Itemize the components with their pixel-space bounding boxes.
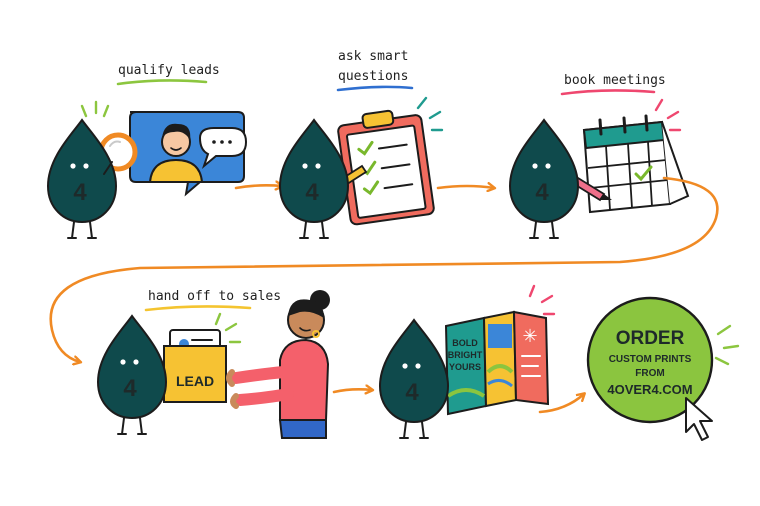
calendar-icon: [582, 114, 690, 214]
sparkle-lines: [80, 100, 110, 118]
mascot-glyph: 4: [73, 179, 87, 206]
sparkle-lines: [714, 324, 740, 366]
mascot-glyph: 4: [305, 179, 319, 206]
clipboard-icon: [337, 109, 435, 226]
speech-bubble-icon: [198, 127, 248, 170]
sparkle-lines: [416, 96, 444, 132]
flow-arrow-5: [538, 394, 584, 414]
underline-green: [116, 79, 208, 86]
sparkle-lines: [214, 312, 242, 344]
step-label-hand-off: hand off to sales: [148, 289, 281, 304]
sparkle-lines: [654, 98, 682, 132]
mascot-glyph: 4: [535, 179, 549, 206]
underline-pink: [560, 89, 656, 96]
sales-person: [226, 290, 330, 439]
step-qualify-leads: qualify leads 4: [47, 63, 248, 239]
brochure-icon: ✳ BOLD BRIGHT YOURS: [444, 310, 550, 416]
brochure-line-3: YOURS: [449, 362, 481, 372]
step-label-book-meetings: book meetings: [564, 73, 666, 88]
flow-arrow-4: [332, 389, 372, 392]
mascot-step-4: 4: [97, 315, 167, 435]
step-label-qualify-leads: qualify leads: [118, 63, 220, 78]
step-label-ask-smart: ask smart: [338, 49, 408, 64]
mascot-glyph: 4: [405, 379, 419, 406]
underline-blue: [336, 85, 414, 92]
envelope-label: LEAD: [176, 373, 214, 389]
step-ask-smart-questions: ask smart questions 4: [279, 49, 444, 239]
mascot-step-2: 4: [279, 119, 349, 239]
step-print-brochure: ✳ BOLD BRIGHT YOURS 4: [379, 284, 556, 439]
mascot-step-5: 4: [379, 319, 449, 439]
cta-line-3: FROM: [635, 368, 664, 379]
cta-line-1: ORDER: [616, 328, 685, 349]
brochure-line-1: BOLD: [452, 338, 478, 348]
svg-text:✳: ✳: [522, 326, 537, 347]
cta-line-2: CUSTOM PRINTS: [609, 354, 692, 365]
step-hand-off-to-sales: hand off to sales LEAD 4: [97, 289, 330, 439]
cursor-icon: [685, 397, 713, 441]
mascot-step-1: 4: [47, 119, 117, 239]
flow-arrow-3: [49, 176, 719, 362]
flow-arrow-2: [436, 186, 494, 188]
underline-yellow: [144, 305, 252, 312]
brochure-line-2: BRIGHT: [448, 350, 483, 360]
cta-order-button[interactable]: ORDER CUSTOM PRINTS FROM 4OVER4.COM: [586, 296, 740, 424]
mascot-step-3: 4: [509, 119, 579, 239]
sparkle-lines: [528, 284, 556, 316]
step-book-meetings: book meetings 4: [509, 73, 690, 239]
cta-circle[interactable]: [586, 296, 714, 424]
mascot-glyph: 4: [123, 375, 137, 402]
cta-line-4: 4OVER4.COM: [607, 382, 692, 397]
flow-arrow-1: [234, 185, 282, 188]
envelope-icon: LEAD: [163, 329, 227, 403]
step-label-questions: questions: [338, 69, 408, 84]
